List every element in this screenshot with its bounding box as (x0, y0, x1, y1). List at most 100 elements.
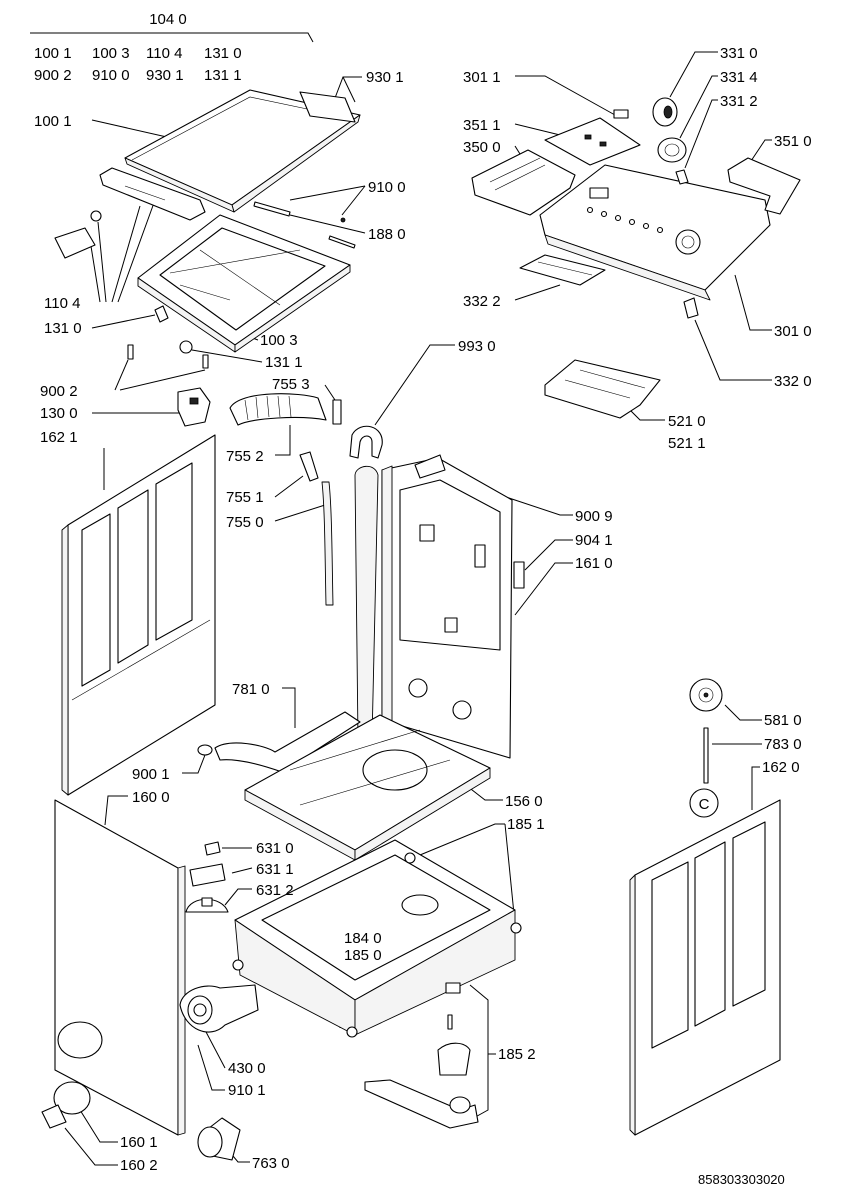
label-430-0: 430 0 (228, 1060, 266, 1077)
label-351-1: 351 1 (463, 117, 501, 134)
label-351-0: 351 0 (774, 133, 812, 150)
door-lock-part (177, 387, 211, 427)
label-904-1: 904 1 (575, 532, 613, 549)
display-module-part (544, 117, 641, 166)
label-301-0: 301 0 (774, 323, 812, 340)
lid-part (124, 89, 361, 213)
label-332-2: 332 2 (463, 293, 501, 310)
label-993-0: 993 0 (458, 338, 496, 355)
label-160-1: 160 1 (120, 1134, 158, 1151)
label-104-0: 104 0 (149, 11, 187, 28)
label-331-4: 331 4 (720, 69, 758, 86)
detergent-drawer-part (544, 359, 661, 419)
label-160-2: 160 2 (120, 1157, 158, 1174)
pump-filter-part (197, 1117, 241, 1161)
label-521-1: 521 1 (668, 435, 706, 452)
label-184-0: 184 0 (344, 930, 382, 947)
label-131-1-top: 131 1 (204, 67, 242, 84)
label-185-1: 185 1 (507, 816, 545, 833)
top-frame-part (137, 214, 351, 353)
label-162-0: 162 0 (762, 759, 800, 776)
panel-bracket-part (727, 157, 801, 215)
label-910-1: 910 1 (228, 1082, 266, 1099)
front-trim-part (99, 167, 206, 221)
drain-rod-part (703, 727, 709, 784)
label-900-1: 900 1 (132, 766, 170, 783)
label-110-4-top: 110 4 (146, 45, 182, 62)
label-162-1: 162 1 (40, 429, 78, 446)
knob-ring-part (657, 137, 687, 163)
side-panel-right-part (629, 799, 781, 1136)
front-panel-part (54, 799, 186, 1136)
bellows-hose-part (229, 393, 342, 426)
button-strip-part (519, 254, 606, 286)
rods-part (253, 201, 356, 249)
control-panel-part (539, 164, 771, 301)
label-781-0: 781 0 (232, 681, 270, 698)
label-581-0: 581 0 (764, 712, 802, 729)
label-350-0: 350 0 (463, 139, 501, 156)
label-631-0: 631 0 (256, 840, 294, 857)
label-185-0: 185 0 (344, 947, 382, 964)
drain-pump-part (179, 984, 259, 1033)
label-783-0: 783 0 (764, 736, 802, 753)
label-161-0: 161 0 (575, 555, 613, 572)
service-door-part (41, 1081, 91, 1129)
label-110-4: 110 4 (44, 295, 80, 312)
label-900-2-top: 900 2 (34, 67, 72, 84)
drain-hook-part (349, 425, 383, 459)
label-900-2: 900 2 (40, 383, 78, 400)
circle-marker: C (689, 788, 719, 818)
label-755-0: 755 0 (226, 514, 264, 531)
label-100-1: 100 1 (34, 113, 72, 130)
control-board-part (471, 149, 576, 216)
program-knob-part (652, 97, 678, 127)
label-332-0: 332 0 (774, 373, 812, 390)
label-631-1: 631 1 (256, 861, 294, 878)
label-930-1-top: 930 1 (146, 67, 184, 84)
rear-panel-part (381, 454, 525, 759)
side-panel-left-part (61, 434, 216, 796)
label-763-0: 763 0 (252, 1155, 290, 1172)
label-910-0: 910 0 (368, 179, 406, 196)
knob-spindle-part (675, 169, 689, 185)
label-100-3: 100 3 (260, 332, 298, 349)
hinge-strip-part (299, 91, 356, 123)
drain-pipe-part (354, 465, 379, 741)
label-131-0-top: 131 0 (204, 45, 242, 62)
label-131-0: 131 0 (44, 320, 82, 337)
pump-fixings-part (185, 841, 229, 913)
lid-handle-part (54, 210, 102, 259)
clip-part (683, 297, 699, 319)
label-100-3-top: 100 3 (92, 45, 130, 62)
label-930-1: 930 1 (366, 69, 404, 86)
small-fixings-part (127, 305, 209, 369)
document-number: 858303303020 (698, 1172, 785, 1187)
label-301-1: 301 1 (463, 69, 501, 86)
label-100-1-top: 100 1 (34, 45, 72, 62)
drain-knob-part (689, 678, 723, 712)
part-number-labels: 104 0 100 1 100 3 110 4 131 0 900 2 910 … (34, 11, 812, 1187)
label-910-0-top: 910 0 (92, 67, 130, 84)
label-755-3: 755 3 (272, 376, 310, 393)
sump-hose-part (197, 711, 361, 773)
circle-marker-letter: C (699, 796, 710, 813)
label-156-0: 156 0 (505, 793, 543, 810)
label-631-2: 631 2 (256, 882, 294, 899)
levelling-feet-part (364, 982, 479, 1129)
fill-hose-part (299, 451, 334, 606)
knob-cap-part (613, 109, 629, 119)
base-tray-part (244, 714, 491, 861)
label-131-1: 131 1 (265, 354, 303, 371)
label-521-0: 521 0 (668, 413, 706, 430)
label-130-0: 130 0 (40, 405, 78, 422)
label-755-2: 755 2 (226, 448, 264, 465)
label-185-2: 185 2 (498, 1046, 536, 1063)
label-331-0: 331 0 (720, 45, 758, 62)
label-755-1: 755 1 (226, 489, 264, 506)
label-331-2: 331 2 (720, 93, 758, 110)
label-160-0: 160 0 (132, 789, 170, 806)
label-900-9: 900 9 (575, 508, 613, 525)
chassis-frame-part (232, 839, 522, 1038)
